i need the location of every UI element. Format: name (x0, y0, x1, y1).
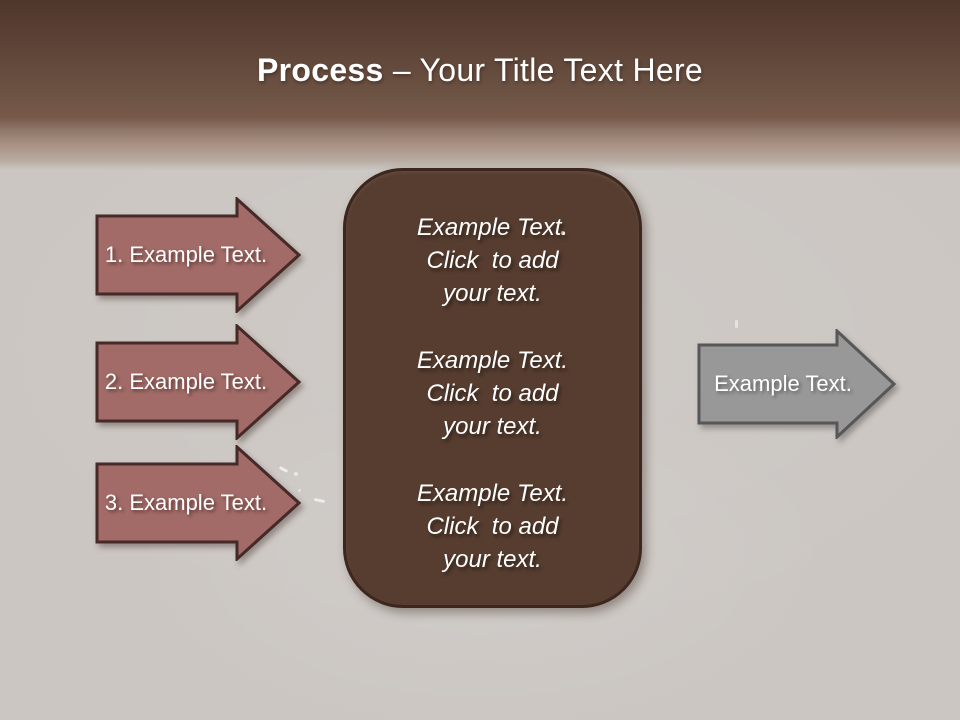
step-2-label: 2. Example Text. (104, 369, 268, 394)
center-rounded-panel[interactable]: Example Text. Click to add your text. Ex… (343, 168, 642, 608)
right-block-arrow-icon (697, 329, 897, 439)
panel-text-placeholder-2[interactable]: Example Text. Click to add your text. (416, 347, 569, 440)
right-block-arrow-icon (95, 445, 301, 561)
panel-text-placeholder-1[interactable]: Example Text. Click to add your text. (416, 214, 569, 307)
slide-title[interactable]: Process – Your Title Text Here (0, 52, 960, 89)
background-speck (735, 320, 738, 328)
panel-text-placeholder-3[interactable]: Example Text. Click to add your text. (416, 480, 569, 573)
background-speck (298, 489, 301, 492)
result-arrow-label: Example Text. (714, 371, 852, 396)
title-keyword: Process (256, 52, 384, 88)
background-speck (313, 497, 326, 504)
right-block-arrow-icon (95, 197, 301, 313)
process-step-arrow-3[interactable]: 3. Example Text. (95, 445, 301, 561)
result-arrow[interactable]: Example Text. (697, 329, 897, 439)
right-block-arrow-icon (95, 324, 301, 440)
slide-header-band (0, 0, 960, 170)
background-speck (561, 231, 565, 235)
title-placeholder-text: – Your Title Text Here (383, 52, 704, 88)
step-1-label: 1. Example Text. (104, 242, 268, 267)
process-step-arrow-2[interactable]: 2. Example Text. (95, 324, 301, 440)
background-speck (294, 472, 298, 476)
step-3-label: 3. Example Text. (104, 490, 268, 515)
process-step-arrow-1[interactable]: 1. Example Text. (95, 197, 301, 313)
